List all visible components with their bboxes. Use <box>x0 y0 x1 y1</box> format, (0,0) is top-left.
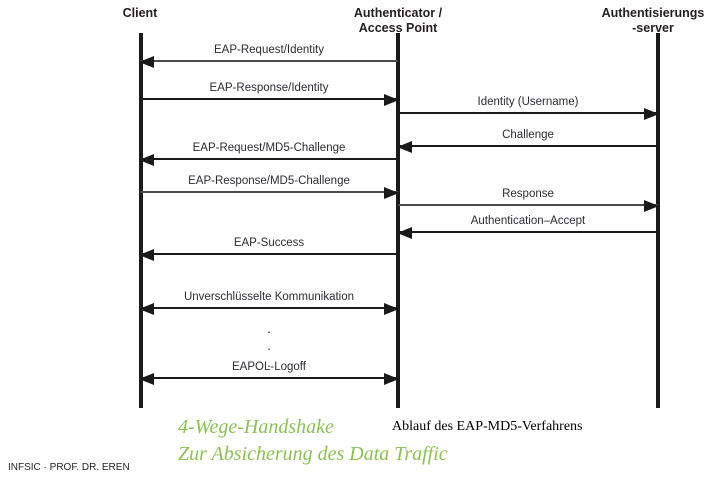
footer-credit: INFSIC · PROF. DR. EREN <box>8 462 130 473</box>
message-shaft <box>398 145 658 147</box>
ellipsis-dot-2: . <box>267 338 271 353</box>
message-shaft <box>140 158 398 160</box>
message-shaft <box>140 307 398 309</box>
message-label: EAP-Response/MD5-Challenge <box>188 175 350 187</box>
message-label: EAPOL-Logoff <box>232 361 306 373</box>
caption-diagram-title: Ablauf des EAP-MD5-Verfahrens <box>392 419 583 434</box>
participant-server-line-1: Authentisierungs <box>601 6 705 20</box>
ellipsis-dot-1: . <box>267 321 271 336</box>
message-label: Unverschlüsselte Kommunikation <box>183 291 355 303</box>
lifeline-server <box>656 33 660 408</box>
message-label: EAP-Success <box>233 237 305 249</box>
ellipsis-dots: . . . <box>140 320 398 371</box>
arrowhead-right-icon <box>384 303 399 315</box>
message-label: Authentication–Accept <box>470 215 586 227</box>
message-shaft <box>140 60 398 62</box>
message-label: Challenge <box>502 129 554 141</box>
message-eap-success: EAP-Success <box>139 229 398 263</box>
message-shaft <box>140 98 398 100</box>
message-shaft <box>140 377 398 379</box>
message-shaft <box>398 204 658 206</box>
arrowhead-left-icon <box>397 227 412 239</box>
participant-authenticator-line-2: Access Point <box>358 21 438 35</box>
message-shaft <box>140 253 398 255</box>
caption-handshake-line-1: 4-Wege-Handshake <box>178 416 334 438</box>
arrowhead-left-icon <box>139 154 154 166</box>
message-shaft <box>398 231 658 233</box>
message-identity-username: Identity (Username) <box>398 88 659 122</box>
participant-authenticator-line-1: Authenticator / <box>353 6 443 20</box>
ellipsis-dot-3: . <box>267 355 271 370</box>
lifeline-authenticator <box>396 33 400 408</box>
message-unverschluesselte-kommunikation: Unverschlüsselte Kommunikation <box>139 283 399 317</box>
message-shaft <box>140 191 398 193</box>
message-label: EAP-Request/Identity <box>214 44 324 56</box>
participant-header-client: Client <box>85 6 195 21</box>
arrowhead-left-icon <box>397 141 412 153</box>
message-label: Identity (Username) <box>477 96 579 108</box>
message-authentication-accept: Authentication–Accept <box>397 207 658 241</box>
message-label: EAP-Request/MD5-Challenge <box>192 142 346 154</box>
participant-header-server: Authentisierungs -server <box>585 6 721 36</box>
participant-client-line-1: Client <box>122 6 158 20</box>
message-label: Response <box>502 188 554 200</box>
arrowhead-right-icon <box>384 373 399 385</box>
message-eap-request-md5-challenge: EAP-Request/MD5-Challenge <box>139 134 398 168</box>
arrowhead-left-icon <box>139 373 154 385</box>
message-challenge: Challenge <box>397 121 658 155</box>
participant-server-line-2: -server <box>632 21 674 35</box>
caption-handshake: 4-Wege-Handshake Zur Absicherung des Dat… <box>178 414 498 468</box>
arrowhead-left-icon <box>139 249 154 261</box>
message-eap-request-identity: EAP-Request/Identity <box>139 36 398 70</box>
arrowhead-right-icon <box>644 108 659 120</box>
participant-header-authenticator: Authenticator / Access Point <box>330 6 466 36</box>
message-shaft <box>398 112 658 114</box>
arrowhead-right-icon <box>384 187 399 199</box>
arrowhead-left-icon <box>139 56 154 68</box>
lifeline-client <box>139 33 143 408</box>
caption-handshake-line-2: Zur Absicherung des Data Traffic <box>178 443 448 465</box>
message-eap-response-md5-challenge: EAP-Response/MD5-Challenge <box>140 167 399 201</box>
message-eapol-logoff: EAPOL-Logoff <box>139 353 399 387</box>
arrowhead-right-icon <box>384 94 399 106</box>
message-eap-response-identity: EAP-Response/Identity <box>140 74 399 108</box>
arrowhead-left-icon <box>139 303 154 315</box>
message-response: Response <box>398 180 659 214</box>
arrowhead-right-icon <box>644 200 659 212</box>
message-label: EAP-Response/Identity <box>209 82 329 94</box>
